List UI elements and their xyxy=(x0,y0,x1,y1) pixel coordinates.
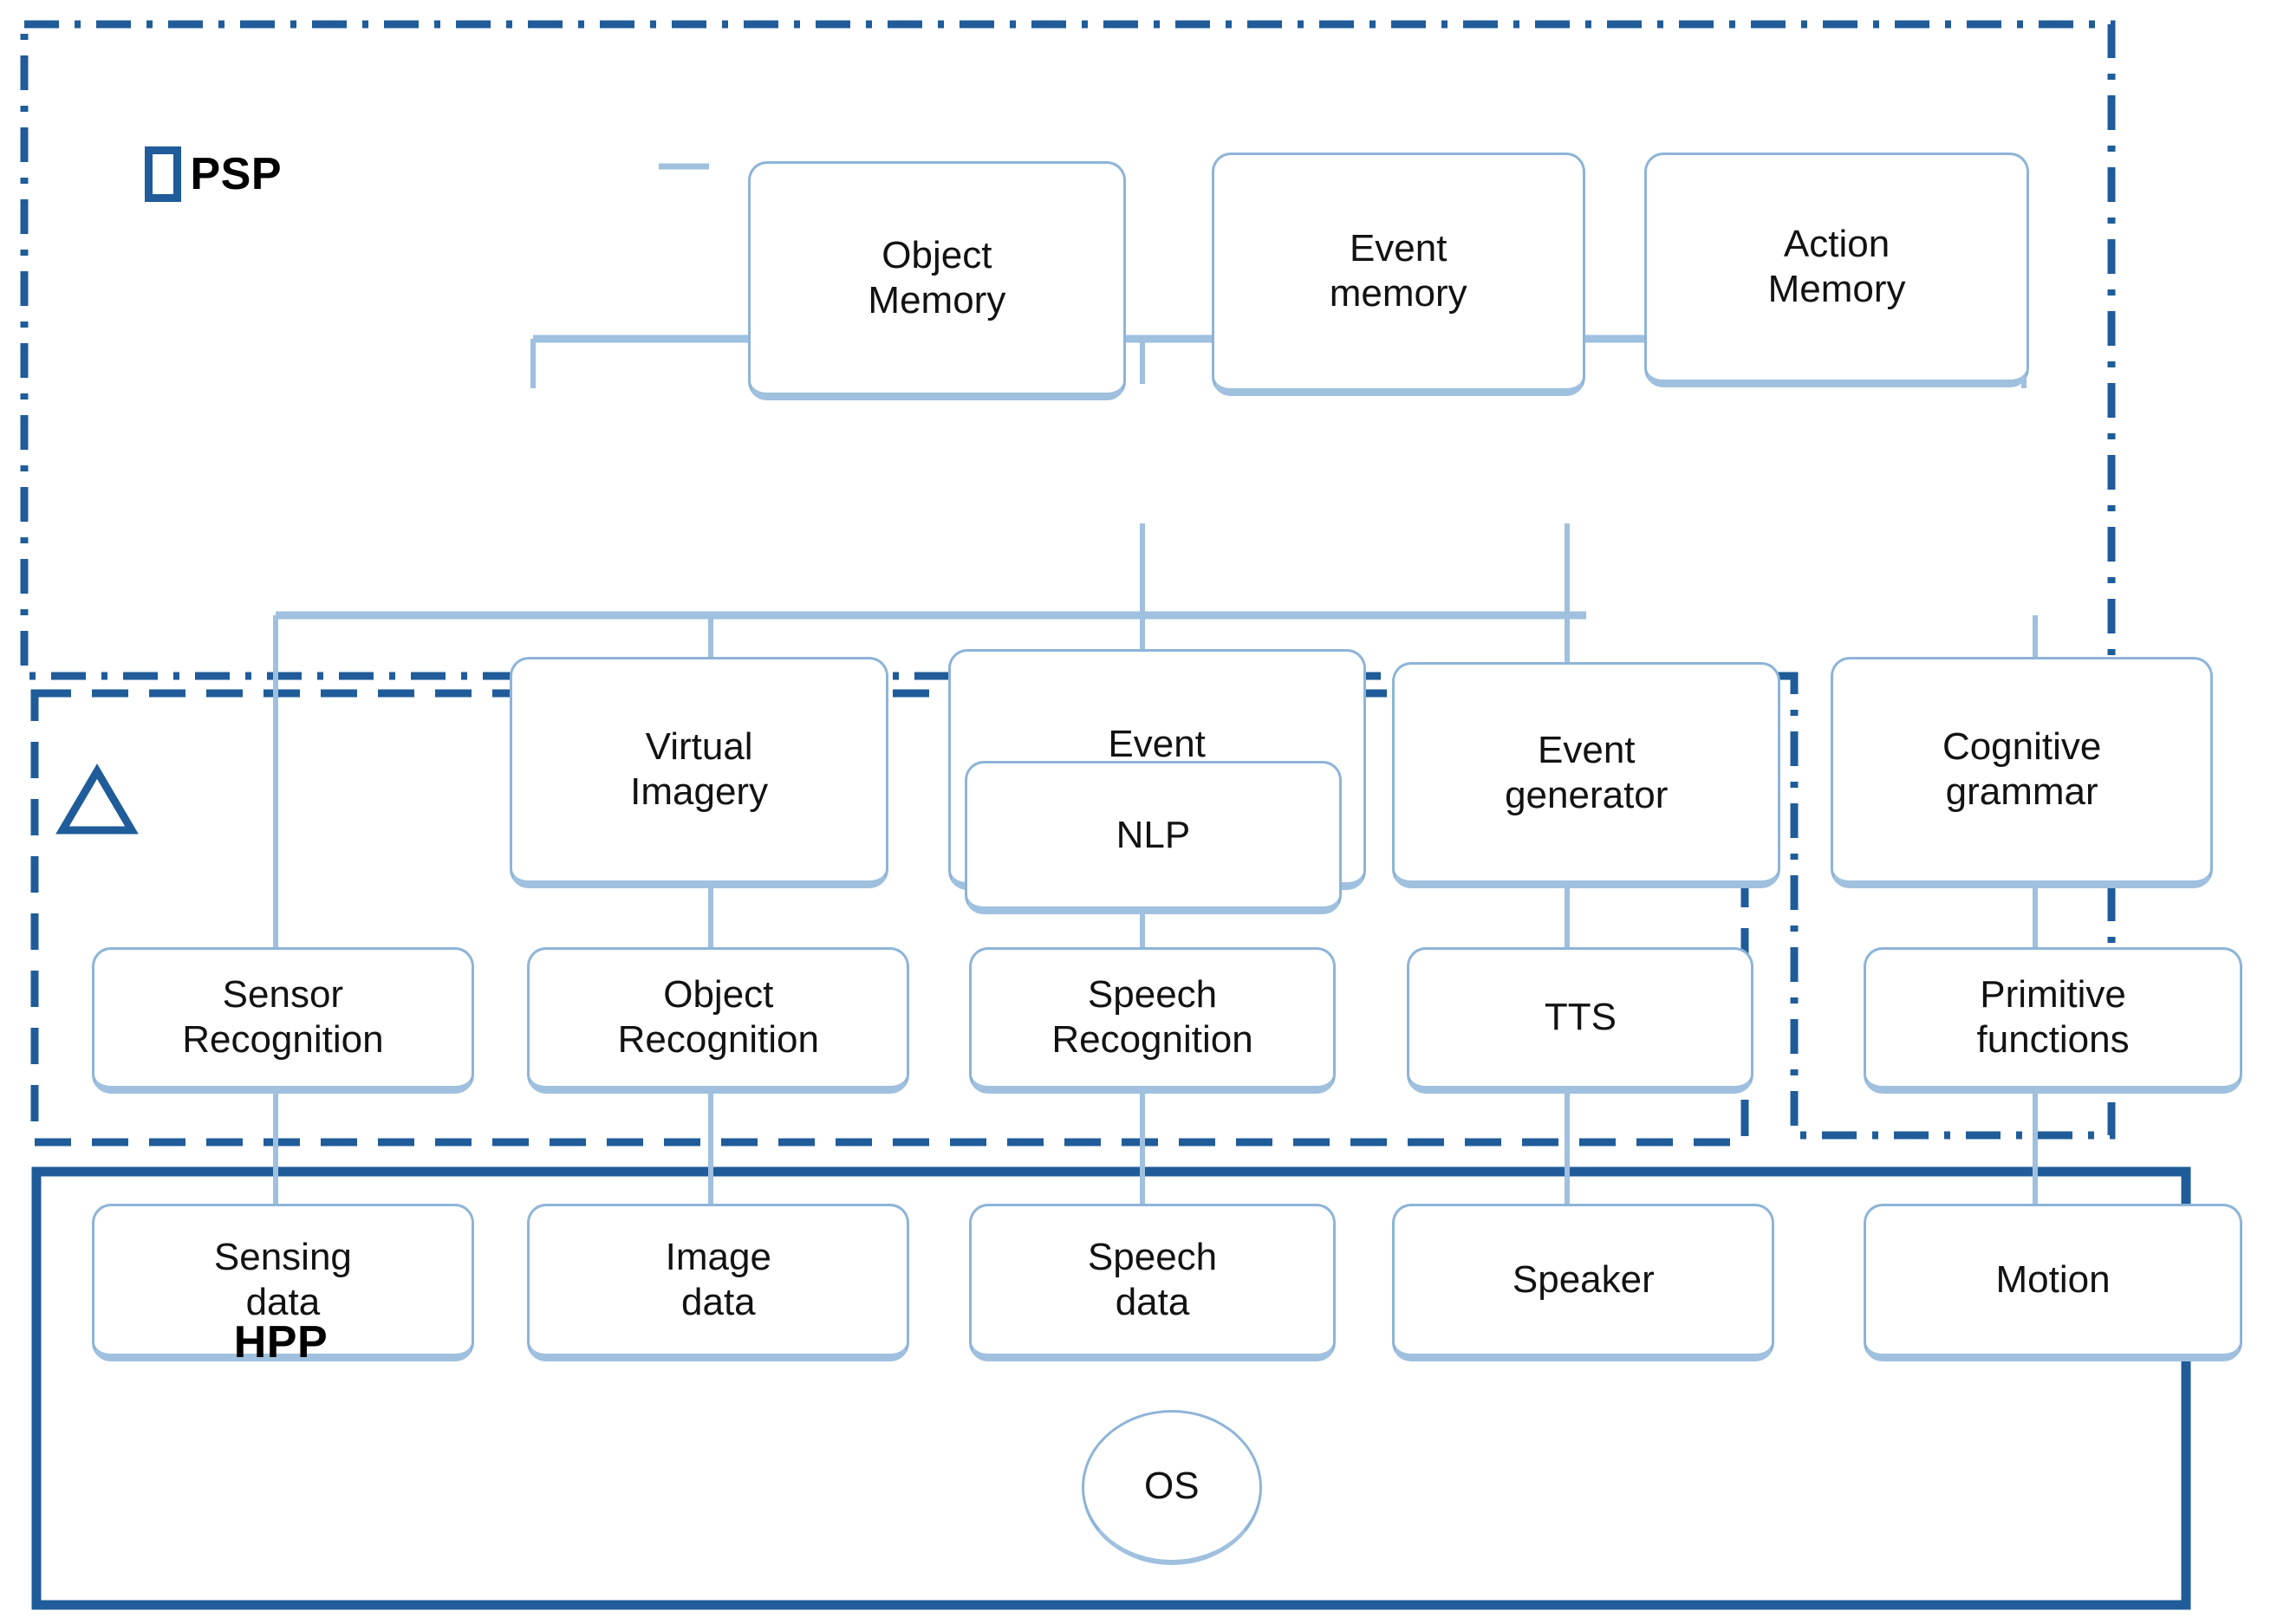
node-image-data[interactable]: Image data xyxy=(527,1203,910,1362)
node-object-recognition-line2: Recognition xyxy=(617,1018,819,1062)
node-event-generator[interactable]: Event generator xyxy=(1392,662,1781,888)
node-sensor-recognition[interactable]: Sensor Recognition xyxy=(91,946,474,1094)
node-os[interactable]: OS xyxy=(1081,1410,1262,1566)
node-sensor-recognition-line2: Recognition xyxy=(182,1018,384,1062)
node-event-generator-line1: Event xyxy=(1538,728,1636,771)
node-speaker-line1: Speaker xyxy=(1512,1257,1655,1301)
node-object-memory[interactable]: Object Memory xyxy=(748,161,1126,400)
node-event-memory[interactable]: Event memory xyxy=(1211,152,1585,396)
node-tts-line1: TTS xyxy=(1544,996,1617,1039)
node-primitive-functions-line1: Primitive xyxy=(1980,973,2126,1017)
node-sensor-recognition-line1: Sensor xyxy=(222,973,344,1017)
node-image-data-line1: Image xyxy=(665,1236,771,1278)
node-object-memory-line2: Memory xyxy=(868,278,1006,322)
legend-psp: PSP xyxy=(145,146,283,203)
node-primitive-functions-line2: functions xyxy=(1976,1018,2130,1062)
node-tts[interactable]: TTS xyxy=(1407,946,1754,1094)
node-primitive-functions[interactable]: Primitive functions xyxy=(1863,946,2243,1094)
node-speech-data-line2: data xyxy=(1115,1280,1190,1323)
node-speaker[interactable]: Speaker xyxy=(1392,1203,1775,1362)
node-os-label: OS xyxy=(1143,1465,1200,1508)
node-motion-line1: Motion xyxy=(1995,1257,2111,1301)
node-virtual-imagery[interactable]: Virtual Imagery xyxy=(509,656,889,888)
node-object-recognition[interactable]: Object Recognition xyxy=(527,946,910,1094)
node-speech-recognition-line1: Speech xyxy=(1087,973,1218,1017)
node-speech-recognition-line2: Recognition xyxy=(1051,1018,1253,1062)
node-action-memory-line1: Action xyxy=(1783,223,1890,266)
node-event-generator-line2: generator xyxy=(1505,773,1669,816)
node-event-memory-line2: memory xyxy=(1329,272,1467,315)
node-event-memory-line1: Event xyxy=(1349,227,1448,270)
square-icon xyxy=(145,146,182,203)
node-action-memory[interactable]: Action Memory xyxy=(1643,152,2030,387)
node-object-memory-line1: Object xyxy=(882,233,992,276)
node-speech-data-line1: Speech xyxy=(1087,1236,1218,1278)
node-speech-recognition[interactable]: Speech Recognition xyxy=(968,946,1337,1094)
node-object-recognition-line1: Object xyxy=(663,973,774,1017)
node-nlp-line1: NLP xyxy=(1116,813,1191,856)
triangle-icon xyxy=(55,763,139,835)
node-speech-data[interactable]: Speech data xyxy=(968,1203,1337,1362)
node-nlp[interactable]: NLP xyxy=(964,760,1343,915)
node-virtual-imagery-line2: Imagery xyxy=(630,770,769,814)
legend-hpp: HPP xyxy=(225,1316,328,1368)
node-action-memory-line2: Memory xyxy=(1767,268,1906,311)
node-image-data-line2: data xyxy=(681,1280,756,1323)
legend-psp-label: PSP xyxy=(190,149,283,200)
node-virtual-imagery-line1: Virtual xyxy=(645,725,753,769)
legend-hpp-label: HPP xyxy=(233,1316,329,1367)
node-motion[interactable]: Motion xyxy=(1863,1203,2243,1362)
node-sensing-data-line1: Sensing xyxy=(213,1236,352,1278)
node-cognitive-grammar-line2: grammar xyxy=(1945,770,2098,814)
node-cognitive-grammar[interactable]: Cognitive grammar xyxy=(1831,656,2214,888)
node-cognitive-grammar-line1: Cognitive xyxy=(1942,725,2102,769)
